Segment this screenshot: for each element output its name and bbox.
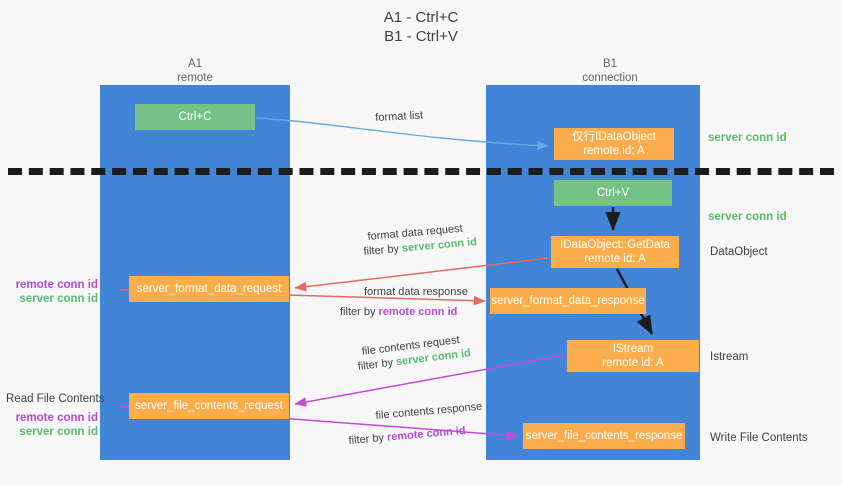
lane-b1-role: connection xyxy=(582,72,638,84)
node-istream-line2: remote id: A xyxy=(602,357,664,369)
lane-header-b1: B1 connection xyxy=(530,57,690,85)
node-idataobject[interactable]: 仅行IDataObject remote id: A xyxy=(554,128,674,160)
annotation-read-file-contents: Read File Contents xyxy=(6,393,105,405)
edge-label-file-contents-response-filter: filter by remote conn id xyxy=(348,424,466,448)
lane-header-a1: A1 remote xyxy=(125,57,265,85)
lane-a1-role: remote xyxy=(177,72,213,84)
node-getdata-line1: IDataObject::GetData xyxy=(560,239,670,251)
edge-label-file-contents-response: file contents response xyxy=(375,400,483,422)
annotation-istream: Istream xyxy=(710,351,749,363)
node-ctrl-c[interactable]: Ctrl+C xyxy=(135,104,255,130)
annotation-remote-conn-id-1: remote conn id xyxy=(15,279,98,291)
title-line-2: B1 - Ctrl+V xyxy=(384,28,458,45)
annotation-server-conn-id-top: server conn id xyxy=(708,132,787,144)
filter-prefix: filter by xyxy=(363,242,403,258)
filter-key-remote-conn-id: remote conn id xyxy=(378,306,458,318)
phase-divider xyxy=(8,168,834,175)
node-idataobject-line2: remote id: A xyxy=(583,145,645,157)
node-server-format-data-response-label: server_format_data_response xyxy=(491,295,645,307)
node-server-file-contents-response[interactable]: server_file_contents_response xyxy=(523,423,685,449)
node-istream-line1: IStream xyxy=(612,343,654,355)
filter-key-remote-conn-id: remote conn id xyxy=(386,424,467,444)
filter-prefix: filter by xyxy=(348,431,388,447)
node-server-format-data-request[interactable]: server_format_data_request xyxy=(129,276,289,302)
lane-a1-name: A1 xyxy=(187,58,203,70)
annotation-write-file-contents: Write File Contents xyxy=(710,432,808,444)
node-server-file-contents-request-label: server_file_contents_request xyxy=(135,400,283,412)
node-ctrl-v[interactable]: Ctrl+V xyxy=(554,180,672,206)
title-line-1: A1 - Ctrl+C xyxy=(383,9,459,26)
node-server-file-contents-response-label: server_file_contents_response xyxy=(525,430,683,442)
node-server-file-contents-request[interactable]: server_file_contents_request xyxy=(129,393,289,419)
filter-prefix: filter by xyxy=(357,356,397,373)
annotation-dataobject: DataObject xyxy=(710,246,768,258)
node-idataobject-line1: 仅行IDataObject xyxy=(572,131,656,143)
edge-label-format-data-response-filter: filter by remote conn id xyxy=(340,305,457,319)
diagram-title: A1 - Ctrl+C B1 - Ctrl+V xyxy=(0,8,842,46)
filter-prefix: filter by xyxy=(340,306,379,318)
annotation-conn-ids-format: remote conn id server conn id xyxy=(6,278,98,306)
edge-label-format-data-response: format data response xyxy=(364,286,468,298)
annotation-remote-conn-id-2: remote conn id xyxy=(15,412,98,424)
annotation-server-conn-id-2: server conn id xyxy=(19,426,98,438)
edge-label-format-list: format list xyxy=(375,109,424,124)
node-idataobject-getdata[interactable]: IDataObject::GetData remote id: A xyxy=(551,236,679,268)
annotation-conn-ids-file: remote conn id server conn id xyxy=(6,411,98,439)
node-server-format-data-response[interactable]: server_format_data_response xyxy=(490,288,646,314)
node-ctrl-v-label: Ctrl+V xyxy=(596,187,630,199)
annotation-server-conn-id-1: server conn id xyxy=(19,293,98,305)
annotation-server-conn-id-mid: server conn id xyxy=(708,211,787,223)
node-server-format-data-request-label: server_format_data_request xyxy=(136,283,282,295)
node-istream[interactable]: IStream remote id: A xyxy=(567,340,699,372)
node-getdata-line2: remote id: A xyxy=(584,253,646,265)
lane-b1-name: B1 xyxy=(602,58,618,70)
node-ctrl-c-label: Ctrl+C xyxy=(178,111,212,123)
